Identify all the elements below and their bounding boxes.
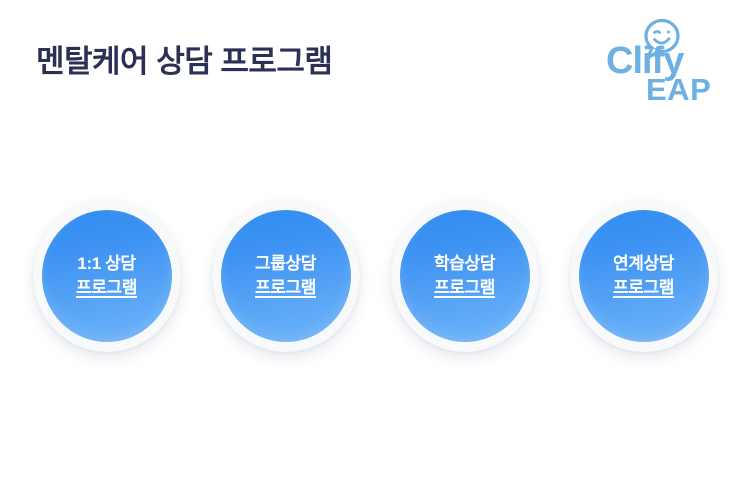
program-label-line2: 프로그램 [434, 278, 495, 297]
program-circle-2[interactable]: 그룹상담 프로그램 [211, 200, 360, 352]
program-circle-3[interactable]: 학습상담 프로그램 [390, 200, 539, 352]
speech-bubble-winking-smiley-icon [644, 18, 680, 60]
program-label-line2: 프로그램 [76, 278, 137, 297]
program-circle-row: 1:1 상담 프로그램 그룹상담 프로그램 학습상담 프로그램 연계상담 프로그… [0, 200, 750, 360]
program-label-line1: 1:1 상담 [77, 253, 136, 273]
logo-text-clify: Clify [606, 40, 684, 82]
circle-face[interactable]: 학습상담 프로그램 [399, 210, 530, 342]
program-label-line1: 학습상담 [434, 253, 495, 273]
logo-text-eap: EAP [646, 72, 711, 100]
circle-face[interactable]: 연계상담 프로그램 [578, 210, 709, 342]
program-circle-4[interactable]: 연계상담 프로그램 [569, 200, 718, 352]
circle-face[interactable]: 1:1 상담 프로그램 [41, 210, 172, 342]
logo-artwork: Clify EAP [606, 18, 711, 100]
circle-face[interactable]: 그룹상담 프로그램 [220, 210, 351, 342]
program-circle-1[interactable]: 1:1 상담 프로그램 [32, 200, 181, 352]
program-label-line1: 그룹상담 [255, 253, 316, 273]
page-title: 멘탈케어 상담 프로그램 [36, 44, 333, 79]
program-label-line2: 프로그램 [613, 278, 674, 297]
clify-eap-logo: Clify EAP [604, 18, 724, 100]
program-label-line2: 프로그램 [255, 278, 316, 297]
program-label-line1: 연계상담 [613, 253, 674, 273]
